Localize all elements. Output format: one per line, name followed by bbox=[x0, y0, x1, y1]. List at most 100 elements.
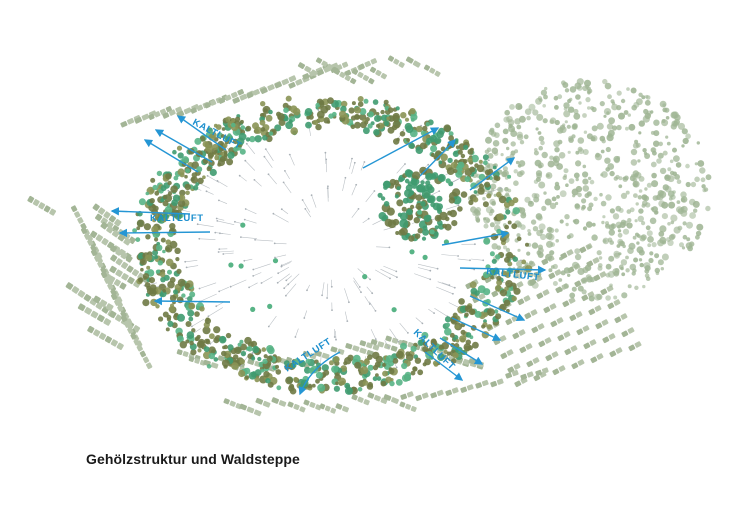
building-row bbox=[27, 195, 57, 216]
forest-tree bbox=[656, 193, 664, 201]
grove-tree bbox=[373, 129, 380, 136]
building bbox=[393, 58, 400, 65]
flow-dot bbox=[363, 161, 366, 163]
forest-tree bbox=[634, 139, 639, 144]
forest-tree bbox=[549, 202, 557, 210]
grove-tree bbox=[512, 197, 519, 204]
building bbox=[463, 358, 470, 366]
building bbox=[579, 246, 587, 254]
building-row bbox=[550, 317, 564, 328]
forest-tree bbox=[650, 147, 657, 153]
forest-tree bbox=[606, 123, 614, 130]
forest-tree bbox=[689, 212, 696, 219]
building bbox=[326, 63, 334, 70]
flow-dot bbox=[331, 309, 333, 311]
building bbox=[315, 404, 322, 411]
grove-tree bbox=[406, 208, 413, 215]
building bbox=[576, 328, 584, 336]
forest-tree bbox=[518, 207, 526, 214]
flow-dot bbox=[368, 303, 371, 305]
flow-tick bbox=[351, 162, 356, 174]
forest-tree bbox=[601, 220, 605, 225]
building-row bbox=[297, 62, 318, 77]
building-row bbox=[552, 365, 566, 376]
building bbox=[582, 325, 590, 332]
grove-tree bbox=[404, 169, 413, 177]
flow-dot bbox=[346, 320, 349, 322]
grove-tree bbox=[138, 277, 144, 283]
solitary-tree bbox=[362, 274, 368, 280]
building bbox=[496, 378, 504, 385]
grove-tree bbox=[162, 289, 166, 293]
forest-tree bbox=[487, 153, 494, 159]
forest-tree bbox=[661, 119, 666, 123]
forest-tree bbox=[638, 131, 642, 135]
grove-tree bbox=[383, 99, 389, 105]
forest-tree bbox=[490, 208, 495, 214]
building bbox=[141, 113, 150, 121]
building bbox=[315, 57, 323, 64]
flow-dot bbox=[373, 190, 376, 192]
grove-tree bbox=[234, 346, 242, 355]
coldair-arrow bbox=[439, 337, 484, 365]
grove-tree bbox=[482, 271, 490, 279]
flow-tick bbox=[364, 296, 371, 305]
flow-tick bbox=[321, 282, 325, 296]
grove-tree bbox=[166, 214, 170, 218]
building bbox=[98, 332, 107, 340]
building bbox=[223, 398, 230, 405]
grove-tree bbox=[443, 349, 448, 355]
forest-tree bbox=[600, 173, 604, 177]
forest-tree bbox=[582, 164, 587, 169]
building-row bbox=[271, 397, 287, 407]
flow-dot bbox=[216, 180, 219, 182]
building bbox=[533, 374, 541, 382]
building bbox=[383, 394, 392, 401]
forest-tree bbox=[605, 295, 611, 301]
flow-dot bbox=[310, 194, 313, 197]
flow-dot bbox=[217, 251, 220, 253]
building bbox=[106, 221, 114, 229]
grove-tree bbox=[505, 280, 513, 288]
flow-dot bbox=[218, 199, 220, 202]
flow-dot bbox=[326, 187, 329, 190]
grove-tree bbox=[315, 371, 323, 379]
forest-tree bbox=[553, 95, 559, 101]
forest-tree bbox=[501, 171, 508, 178]
building bbox=[87, 325, 95, 334]
grove-tree bbox=[486, 193, 492, 199]
flow-tick bbox=[335, 330, 337, 340]
forest-tree bbox=[549, 119, 555, 124]
grove-tree bbox=[305, 121, 312, 129]
forest-tree bbox=[489, 222, 495, 228]
grove-tree bbox=[380, 196, 386, 201]
flow-tick bbox=[370, 329, 377, 340]
forest-tree bbox=[609, 208, 616, 214]
forest-tree bbox=[554, 147, 560, 153]
building bbox=[110, 339, 118, 347]
forest-tree bbox=[705, 174, 712, 181]
grove-tree bbox=[285, 376, 293, 385]
forest-tree bbox=[582, 178, 589, 185]
forest-tree bbox=[658, 141, 663, 147]
forest-tree bbox=[569, 97, 573, 102]
forest-tree bbox=[569, 86, 577, 93]
forest-tree bbox=[505, 247, 511, 253]
grove-tree bbox=[424, 358, 431, 366]
flow-tick bbox=[349, 158, 353, 170]
flow-tick bbox=[295, 328, 299, 338]
building bbox=[104, 335, 113, 344]
grove-tree bbox=[139, 258, 147, 266]
grove-tree bbox=[354, 361, 362, 369]
flow-dot bbox=[369, 278, 371, 281]
building-row bbox=[87, 325, 124, 350]
forest-tree bbox=[646, 182, 652, 188]
grove-tree bbox=[156, 170, 163, 177]
flow-tick bbox=[302, 199, 311, 213]
building bbox=[32, 199, 40, 207]
flow-tick bbox=[351, 184, 357, 196]
grove-tree bbox=[414, 357, 422, 364]
forest-tree bbox=[670, 111, 678, 119]
grove-tree bbox=[452, 352, 459, 359]
grove-tree bbox=[354, 121, 361, 129]
